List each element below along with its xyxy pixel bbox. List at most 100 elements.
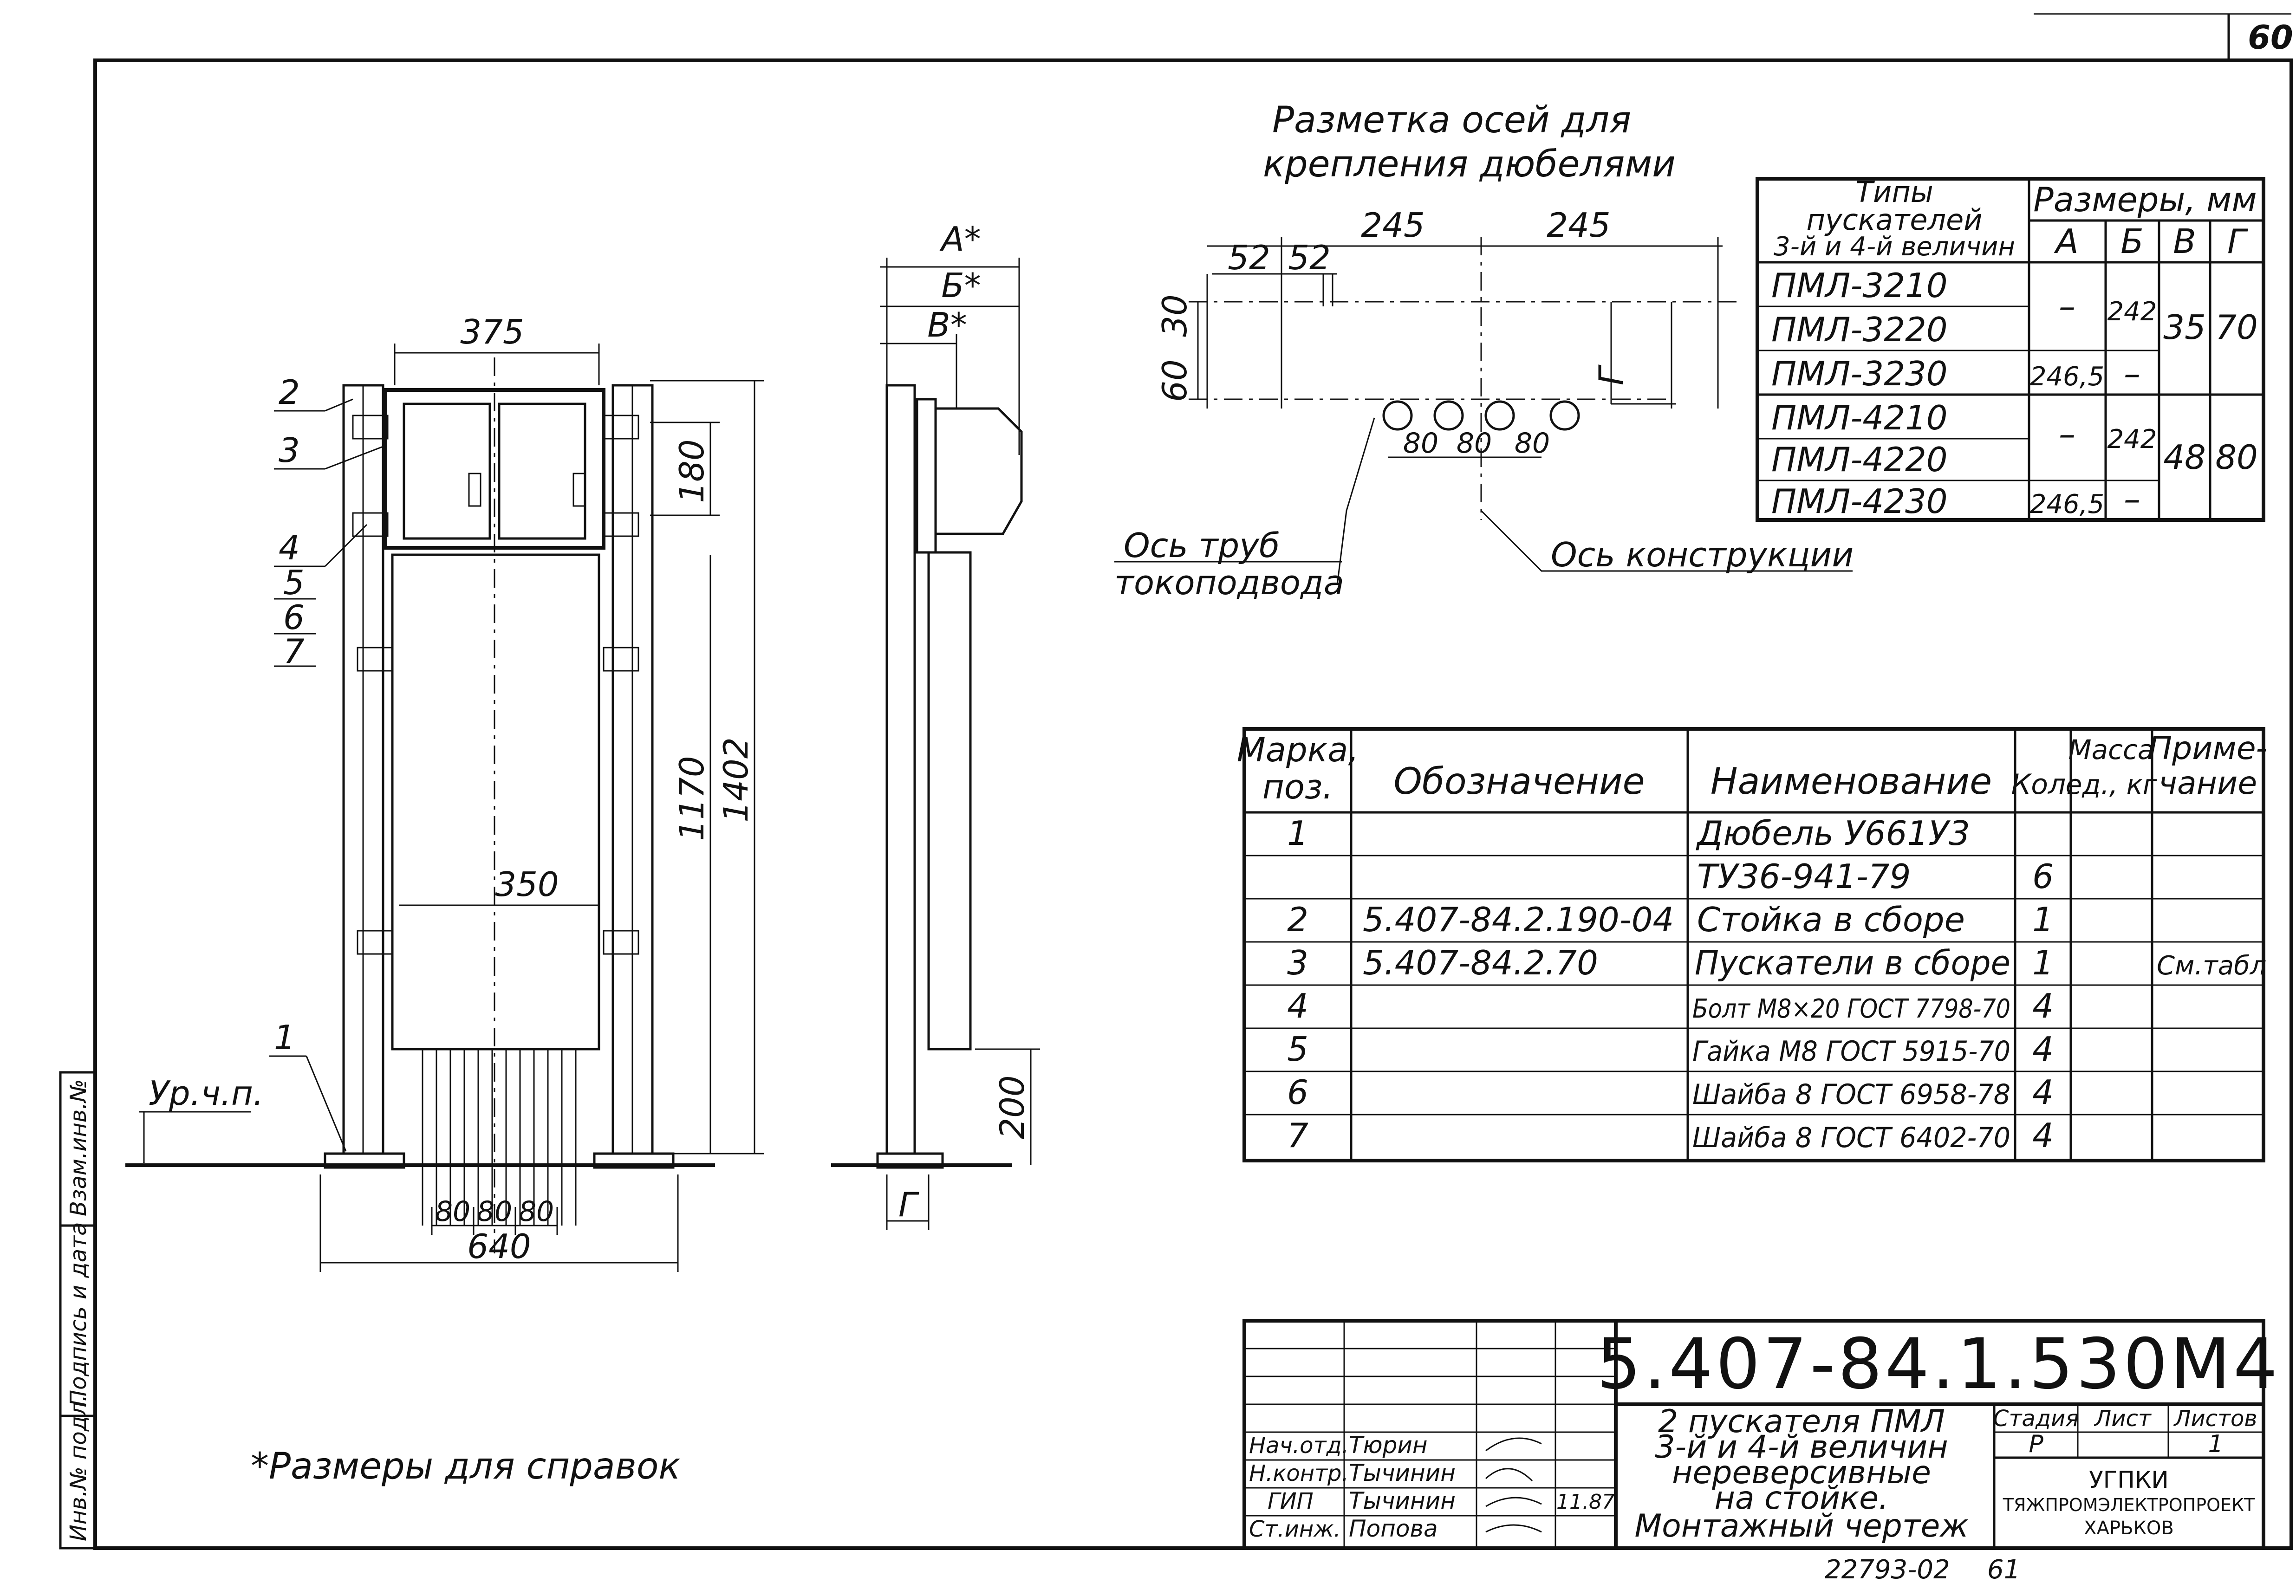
desc-line-1: 2 пускателя ПМЛ <box>1658 1403 1945 1440</box>
pos-label-6: 6 <box>283 598 305 637</box>
spec-cell-note: См.табл <box>2157 951 2266 981</box>
spec-row-6: 5 Гайка М8 ГОСТ 5915-70 4 <box>1287 1030 2054 1069</box>
spec-row-3: 2 5.407-84.2.190-04 Стойка в сборе 1 <box>1287 900 2054 939</box>
position-leaders <box>139 398 386 1163</box>
spec-cell-qty: 4 <box>2032 1116 2054 1155</box>
col-v: В <box>2173 222 2196 261</box>
sheets-value: 1 <box>2208 1430 2223 1458</box>
stamp-replacement-inv: Взам.инв.№ <box>65 1079 91 1216</box>
front-view <box>125 344 764 1272</box>
doc-code: 5.407-84.1.530М4 <box>1597 1324 2280 1405</box>
side-view <box>831 258 1040 1230</box>
dim-1170: 1170 <box>672 756 711 841</box>
stage-header: Стадия <box>1993 1406 2079 1432</box>
g2-a-val: 246,5 <box>2030 489 2104 519</box>
type-row-1: ПМЛ-3210 <box>1771 266 1948 305</box>
bottom-code: 22793-02 <box>1825 1555 1950 1585</box>
pos-label-4: 4 <box>279 528 300 567</box>
spec-cell-mark: 6 <box>1287 1073 1308 1112</box>
org-line-1: УГПКИ <box>2089 1466 2168 1493</box>
staff-row-1: Нач.отд. Тюрин <box>1249 1432 1428 1459</box>
stamp-inv-original: Инв.№ подл. <box>65 1395 91 1541</box>
type-row-3: ПМЛ-3230 <box>1771 354 1948 393</box>
staff-row-3: ГИП Тычинин <box>1268 1487 1456 1514</box>
g2-v: 48 <box>2163 438 2206 477</box>
spec-row-5: 4 Болт М8×20 ГОСТ 7798-70 4 <box>1287 986 2054 1025</box>
dim-side-b: Б* <box>941 266 981 305</box>
staff-role: Нач.отд. <box>1249 1433 1349 1459</box>
type-row-2: ПМЛ-3220 <box>1771 310 1948 349</box>
desc-line-4: на стойке. <box>1714 1480 1888 1517</box>
spec-cell-name: Шайба 8 ГОСТ 6958-78 <box>1692 1078 2010 1111</box>
types-header-2: пускателей <box>1806 203 1982 237</box>
pipe-axis-label-1: Ось труб <box>1124 526 1280 565</box>
stage-value: Р <box>2029 1430 2043 1458</box>
spec-h-mass-1: Масса <box>2068 734 2154 766</box>
dim-dowel-245-a: 245 <box>1361 206 1424 245</box>
spec-cell-designation: 5.407-84.2.190-04 <box>1363 900 1674 939</box>
g2-a-dash: – <box>2059 415 2075 454</box>
spec-cell-qty: 4 <box>2032 1073 2054 1112</box>
stamp-signature-date: Подпись и дата <box>65 1222 91 1407</box>
g1-a-dash: – <box>2059 287 2075 326</box>
spec-cell-name: Пускатели в сборе <box>1695 943 2010 982</box>
dim-side-a: А* <box>939 220 981 259</box>
staff-row-2: Н.контр. Тычинин <box>1249 1460 1456 1486</box>
sizes-header: Размеры, мм <box>2033 180 2257 219</box>
footnote: *Размеры для справок <box>251 1446 681 1487</box>
g1-v: 35 <box>2163 308 2206 347</box>
spec-cell-qty: 4 <box>2032 1030 2054 1069</box>
dim-80-c: 80 <box>519 1195 554 1228</box>
desc-line-5: Монтажный чертеж <box>1634 1508 1968 1544</box>
spec-h-mark-2: поз. <box>1262 767 1333 806</box>
sheets-header: Листов <box>2173 1406 2257 1432</box>
types-table <box>1756 177 2265 522</box>
spec-h-mass-2: ед., кг <box>2066 769 2157 800</box>
pos-label-1: 1 <box>274 1018 295 1057</box>
dim-dowel-52-b: 52 <box>1288 238 1331 277</box>
bottom-page: 61 <box>1987 1555 2020 1585</box>
floor-level-label: Ур.ч.п. <box>149 1074 264 1113</box>
spec-cell-qty: 4 <box>2032 986 2054 1025</box>
dim-dowel-30: 30 <box>1155 294 1194 337</box>
spec-row-8: 7 Шайба 8 ГОСТ 6402-70 4 <box>1287 1116 2054 1155</box>
desc-line-2: 3-й и 4-й величин <box>1655 1429 1948 1466</box>
dim-dowel-245-b: 245 <box>1547 206 1610 245</box>
col-a: А <box>2054 222 2078 261</box>
construction-axis-label: Ось конструкции <box>1551 535 1854 574</box>
g1-b-dash: – <box>2124 354 2140 393</box>
pipe-axis-label-2: токоподвода <box>1114 563 1344 602</box>
dim-375: 375 <box>460 312 524 351</box>
dim-dowel-80-b: 80 <box>1457 427 1492 460</box>
spec-h-mark-1: Марка, <box>1237 730 1359 769</box>
g2-b-val: 242 <box>2107 424 2157 454</box>
dim-640: 640 <box>467 1227 531 1266</box>
types-header-1: Типы <box>1855 175 1933 209</box>
dim-side-200: 200 <box>993 1075 1032 1139</box>
dim-1402: 1402 <box>716 737 755 822</box>
staff-role: Н.контр. <box>1249 1460 1349 1486</box>
col-b: Б <box>2120 222 2143 261</box>
staff-name: Тычинин <box>1349 1460 1456 1486</box>
title-block <box>1242 1319 2265 1550</box>
g1-g: 70 <box>2215 308 2258 347</box>
dowel-title-1: Разметка осей для <box>1272 99 1631 141</box>
staff-role: Ст.инж. <box>1249 1516 1341 1542</box>
dim-dowel-60: 60 <box>1155 359 1194 402</box>
spec-cell-mark: 4 <box>1287 986 1308 1025</box>
spec-cell-qty: 1 <box>2032 943 2054 982</box>
spec-h-note-1: Приме- <box>2148 730 2267 767</box>
staff-role: ГИП <box>1268 1488 1314 1514</box>
dim-80-b: 80 <box>477 1195 512 1228</box>
spec-h-designation: Обозначение <box>1393 761 1645 803</box>
spec-cell-name: Дюбель У661У3 <box>1696 814 1970 853</box>
org-line-2: ТЯЖПРОМЭЛЕКТРОПРОЕКТ <box>2003 1495 2255 1515</box>
g2-g: 80 <box>2215 438 2258 477</box>
pos-label-2: 2 <box>279 373 300 412</box>
types-header-3: 3-й и 4-й величин <box>1774 232 2015 262</box>
spec-row-2: ТУ36-941-79 6 <box>1697 857 2054 896</box>
spec-cell-name: Гайка М8 ГОСТ 5915-70 <box>1692 1035 2010 1068</box>
spec-row-4: 3 5.407-84.2.70 Пускатели в сборе 1 См.т… <box>1287 943 2266 982</box>
